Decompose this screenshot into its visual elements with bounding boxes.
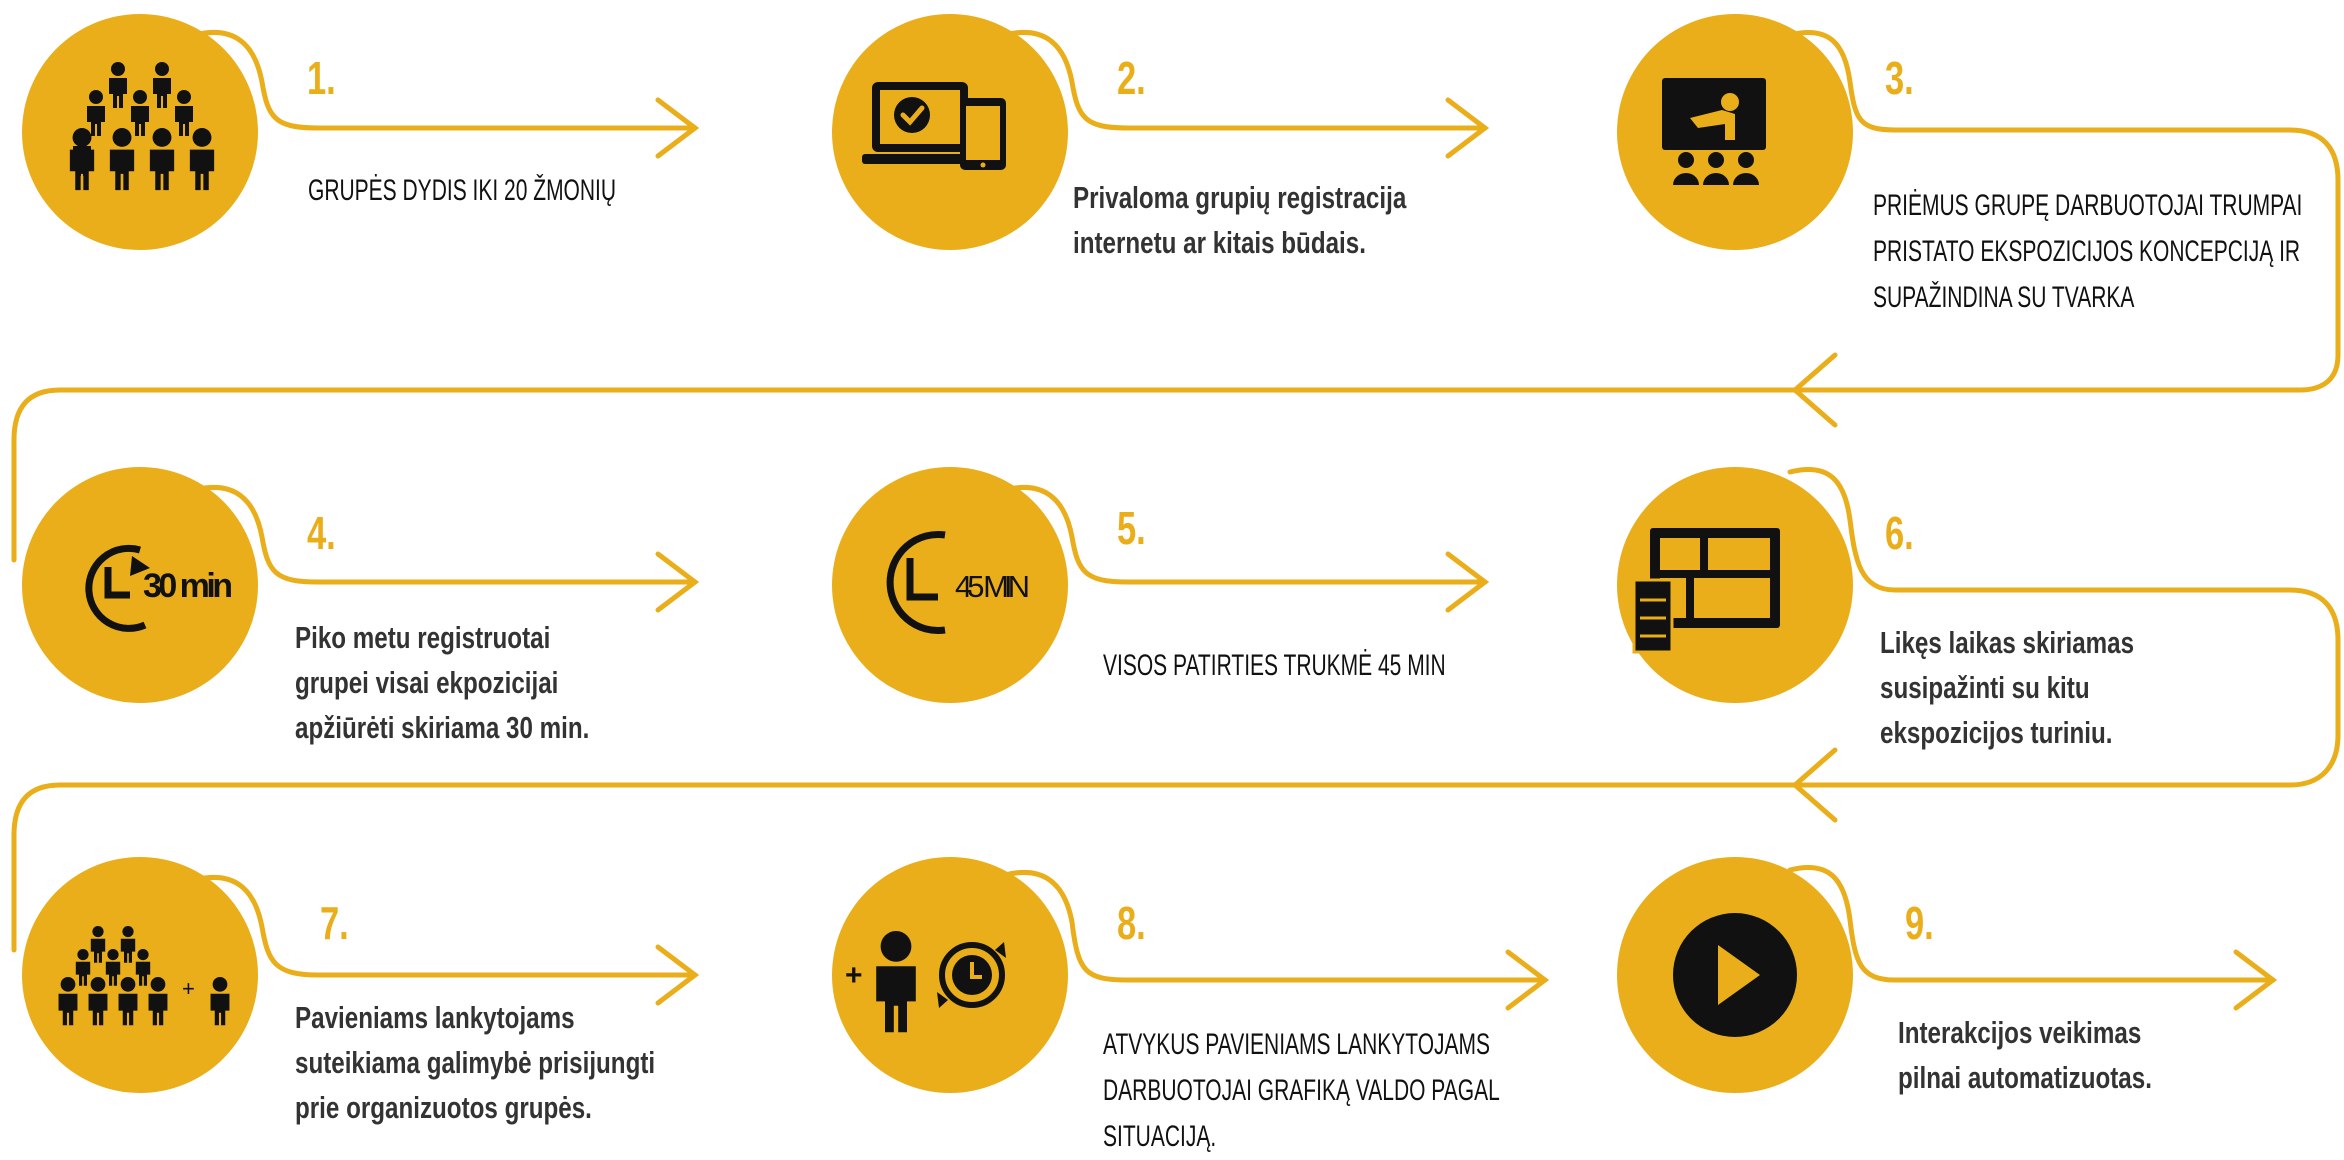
step-8-text: Atvykus pavieniams lankytojams darbuotoj… bbox=[1103, 1028, 1500, 1153]
step-1-text: Grupės dydis iki 20 žmonių bbox=[308, 174, 617, 207]
arrow-7 bbox=[655, 944, 700, 1006]
exhibition-wall-icon bbox=[1632, 528, 1780, 654]
arrow-4 bbox=[655, 551, 700, 613]
step-number-3: 3. bbox=[1885, 52, 1914, 104]
step-number-7: 7. bbox=[320, 897, 349, 949]
step-number-9: 9. bbox=[1905, 897, 1934, 949]
arrow-8 bbox=[1505, 949, 1550, 1011]
play-icon bbox=[1673, 913, 1797, 1037]
clock-30-icon: 30 min bbox=[85, 544, 233, 632]
arrow-1 bbox=[655, 97, 700, 159]
crowd-plus-person-icon: + bbox=[58, 926, 230, 1026]
connector-3 bbox=[1787, 29, 2341, 393]
return-line-2 bbox=[11, 782, 1803, 953]
arrow-5 bbox=[1445, 551, 1490, 613]
plus-label-7: + bbox=[182, 976, 195, 1001]
plus-label-8: + bbox=[845, 959, 863, 992]
connector-6 bbox=[1787, 466, 2341, 788]
step-3-text: Priėmus grupę darbuotojai trumpai prista… bbox=[1873, 189, 2303, 314]
step-6-text: Likęs laikas skiriamas susipažinti su ki… bbox=[1880, 625, 2135, 750]
laptop-tablet-check-icon bbox=[862, 82, 1006, 170]
flow-lines bbox=[11, 29, 2341, 1011]
connector-7 bbox=[192, 874, 698, 978]
step-number-4: 4. bbox=[307, 507, 336, 559]
presentation-icon bbox=[1662, 78, 1766, 185]
clock-45-label: 45 MIN bbox=[955, 569, 1030, 604]
clock-45-icon: 45 MIN bbox=[886, 531, 1030, 634]
step-5-text: Visos patirties trukmė 45 min bbox=[1103, 649, 1446, 682]
step-number-6: 6. bbox=[1885, 507, 1914, 559]
arrow-9 bbox=[2233, 949, 2278, 1011]
circle-4 bbox=[22, 467, 258, 703]
circle-1 bbox=[22, 14, 258, 250]
connector-8 bbox=[1002, 869, 1548, 983]
person-plus-schedule-icon: + bbox=[845, 931, 1006, 1033]
step-number-8: 8. bbox=[1117, 897, 1146, 949]
circle-8 bbox=[832, 857, 1068, 1093]
connector-9 bbox=[1787, 864, 2276, 983]
step-9-text: Interakcijos veikimas pilnai automatizuo… bbox=[1898, 1015, 2152, 1095]
arrow-2 bbox=[1445, 97, 1490, 159]
step-number-1: 1. bbox=[307, 52, 336, 104]
return-line-1 bbox=[11, 387, 1803, 563]
connector-4 bbox=[192, 484, 698, 585]
connector-1 bbox=[192, 29, 698, 131]
step-number-2: 2. bbox=[1117, 52, 1146, 104]
step-number-5: 5. bbox=[1117, 502, 1146, 554]
connector-5 bbox=[1002, 484, 1488, 585]
clock-30-label: 30 min bbox=[143, 567, 233, 605]
step-4-text: Piko metu registruotai grupei visai ekpo… bbox=[295, 620, 590, 745]
circle-5 bbox=[832, 467, 1068, 703]
step-2-text: Privaloma grupių registracija internetu … bbox=[1073, 180, 1407, 260]
step-7-text: Pavieniams lankytojams suteikiama galimy… bbox=[295, 1000, 656, 1125]
step-circles bbox=[22, 14, 1853, 1093]
connector-2 bbox=[1002, 29, 1488, 131]
